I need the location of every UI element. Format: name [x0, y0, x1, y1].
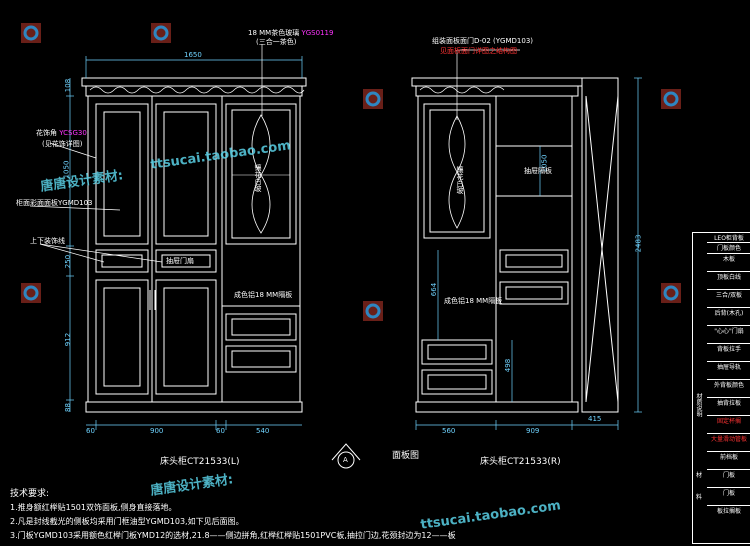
logo-swirl-icon [21, 283, 41, 303]
legend-row: 外背板颜色 [707, 379, 750, 389]
dim-left-2: 250 [64, 254, 73, 269]
legend-row: "心心"门扇 [707, 325, 750, 335]
dim-bottom-right-2: 415 [588, 415, 602, 423]
left-dimension-lines [66, 56, 303, 430]
section-marker [331, 443, 361, 469]
legend-row: 顶板白线 [707, 271, 750, 281]
section-label: 面板图 [392, 451, 420, 461]
logo-swirl-icon [363, 301, 383, 321]
legend-row: 背板拉手 [707, 343, 750, 353]
dim-left-0: 108 [64, 78, 73, 93]
label-drawer: 抽屉门扇 [166, 257, 194, 265]
right-dimension-lines [415, 77, 642, 430]
callout-flower-sub: (见花饰详图) [42, 140, 83, 148]
callout-right-panel: 组装面板面门D-02 (YGMD103) [432, 37, 534, 45]
legend-side: 材 [696, 472, 703, 479]
dim-left-4: 88 [63, 403, 72, 412]
callout-molding: 上下装饰线 [30, 237, 65, 245]
logo-swirl-icon [21, 23, 41, 43]
label-glass-right: 镶花白玻 [456, 166, 464, 194]
dim-top-left: 1650 [184, 51, 202, 59]
dim-bottom-left-2: 60 [216, 427, 225, 435]
section-marker-letter: A [343, 456, 348, 464]
dim-bottom-right-1: 909 [526, 427, 540, 435]
legend-row: 固定杯搁 [707, 415, 750, 425]
title-left: 床头柜CT21533(L) [160, 457, 240, 467]
legend-row: LEO柜背板 [714, 235, 744, 242]
callout-shelf: 成色铝18 MM隔板 [234, 291, 293, 299]
callout-right-sub: 见面板面门详图之结构图 [440, 47, 517, 55]
legend-row: 门板 [707, 487, 750, 497]
notes-line-1: 1.推身额红榉贴1501双饰面板,侧身直接落地。 [10, 503, 177, 512]
materials-legend: LEO柜背板 门板颜色 木板 顶板白线 三合/双板 后背(木孔) "心心"门扇 … [692, 232, 750, 544]
legend-row: 门板 [707, 469, 750, 479]
legend-row: 后背(木孔) [707, 307, 750, 317]
legend-row: 大量滑动管板 [707, 433, 750, 443]
dim-left-3: 912 [64, 332, 73, 347]
dim-bottom-left-0: 60 [86, 427, 95, 435]
dim-bottom-right-0: 560 [442, 427, 456, 435]
dim-inner-2: 498 [504, 358, 513, 373]
notes-line-3: 3.门板YGMD103采用额色红榉门板YMD12的选材,21.8——侧边拼角,红… [10, 531, 456, 540]
right-cabinet [411, 77, 619, 413]
legend-row: 板拉搁板 [707, 505, 750, 515]
callout-flower: 花饰角 YCSG30 [36, 129, 87, 137]
dim-bottom-left-1: 900 [150, 427, 164, 435]
callout-glass-sub: (三合一茶色) [256, 38, 297, 46]
dim-bottom-left-3: 540 [256, 427, 270, 435]
legend-row: 三合/双板 [707, 289, 750, 299]
notes-heading: 技术要求: [10, 489, 50, 499]
legend-side: 材质说明 [695, 393, 702, 417]
legend-row: 抽屉导轨 [707, 361, 750, 371]
dim-left-1: 1050 [62, 160, 71, 179]
logo-swirl-icon [661, 89, 681, 109]
callout-glass: 18 MM茶色玻璃 YGS0119 [248, 29, 334, 37]
callout-panel: 柜面彩面面板YGMD103 [16, 199, 93, 207]
left-leaders [29, 44, 263, 263]
legend-side: 料 [696, 494, 703, 501]
legend-row: 抽背拉板 [707, 397, 750, 407]
logo-swirl-icon [151, 23, 171, 43]
dim-inner-0: 664 [430, 282, 439, 297]
callout-right-shelf: 成色铝18 MM隔板 [444, 297, 503, 305]
logo-swirl-icon [661, 283, 681, 303]
label-glass-left: 镶花白玻 [254, 164, 262, 192]
dim-right-0: 2483 [634, 234, 643, 253]
right-leaders [456, 49, 520, 120]
legend-row: 木板 [707, 253, 750, 263]
notes-line-2: 2.凡是封线截光的侧板均采用门框油型YGMD103,如下见后面图。 [10, 517, 244, 526]
title-right: 床头柜CT21533(R) [480, 457, 561, 467]
left-cabinet [81, 77, 307, 413]
legend-row: 门板颜色 [707, 242, 750, 252]
legend-row: 前档板 [707, 451, 750, 461]
logo-swirl-icon [363, 89, 383, 109]
callout-right-drawer: 抽屉隔板 [524, 167, 552, 175]
